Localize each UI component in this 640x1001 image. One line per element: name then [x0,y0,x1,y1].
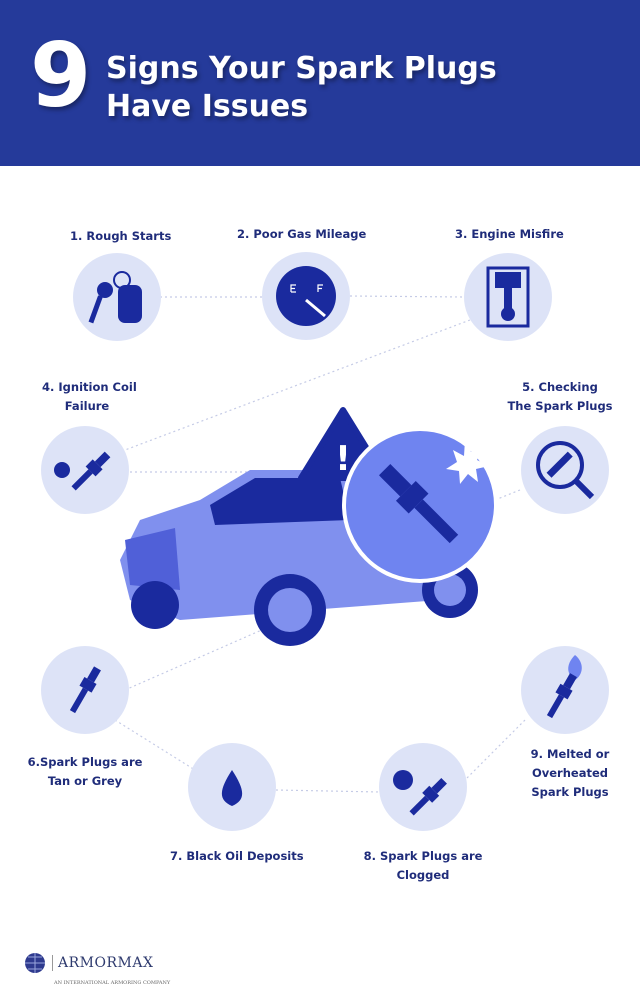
label-line: 5. Checking [522,380,598,394]
flaming-spark-plug-icon [546,655,582,719]
label-line: Failure [64,399,110,413]
label-line: The Spark Plugs [507,399,613,413]
title-line-2: Have Issues [106,89,309,124]
spark-plug-x-icon [54,451,111,491]
label-line: Spark Plugs [531,785,609,799]
spark-plug-highlight-icon [342,427,498,583]
circle-clogged [379,743,467,831]
sign-label-7: 7. Black Oil Deposits [170,849,304,863]
oil-drop-icon [221,770,243,806]
armormax-logo: ARMORMAX [24,952,153,974]
header-banner: 9 Signs Your Spark Plugs Have Issues [0,0,640,166]
headline-title: Signs Your Spark Plugs Have Issues [106,50,497,126]
label-line: 6.Spark Plugs are [27,755,143,769]
magnifier-spark-plug-icon [536,441,595,500]
fuel-gauge-icon [276,266,336,326]
spark-plug-icon [69,666,101,714]
infographic-diagram: ! [41,252,609,831]
sign-label-3: 3. Engine Misfire [455,227,564,241]
label-line: 9. Melted or [530,747,610,761]
clogged-spark-plug-icon [393,770,447,816]
label-line: Clogged [396,868,450,882]
label-line: 4. Ignition Coil [42,380,137,394]
sign-label-1: 1. Rough Starts [70,229,172,243]
car-keys-icon [88,271,142,324]
piston-icon [486,266,530,328]
logo-tagline: AN INTERNATIONAL ARMORING COMPANY [54,980,171,986]
warning-symbol: ! [335,439,351,479]
logo-name: ARMORMAX [52,955,153,971]
circle-ignition-coil [41,426,129,514]
globe-icon [25,953,45,973]
label-line: Tan or Grey [47,774,123,788]
sign-label-2: 2. Poor Gas Mileage [237,227,367,241]
label-line: Overheated [531,766,609,780]
title-line-1: Signs Your Spark Plugs [106,51,497,86]
headline-number: 9 [30,24,92,127]
circle-checking [521,426,609,514]
label-line: 8. Spark Plugs are [363,849,483,863]
circle-rough-starts [73,253,161,341]
